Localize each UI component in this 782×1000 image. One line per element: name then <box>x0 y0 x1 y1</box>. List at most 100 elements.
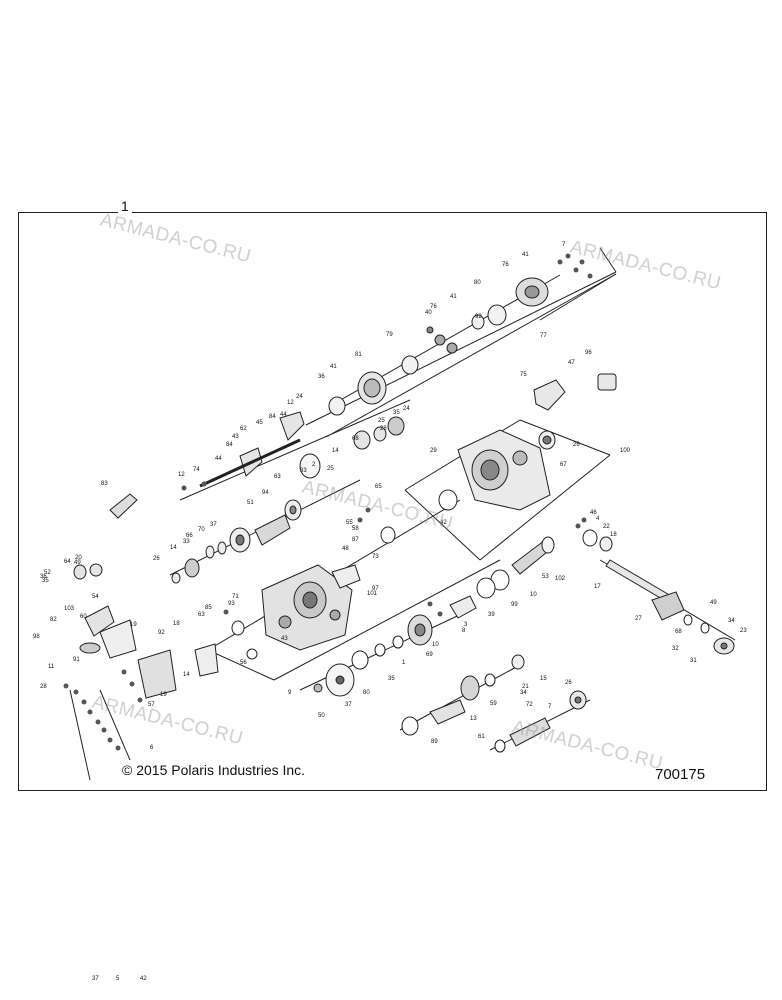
callout-number: 27 <box>635 616 642 622</box>
callout-number: 98 <box>33 634 40 640</box>
callout-number: 48 <box>342 546 349 552</box>
callout-number: 66 <box>186 533 193 539</box>
bracket-75 <box>533 379 566 411</box>
callout-number: 71 <box>232 594 239 600</box>
callout-number: 42 <box>440 520 447 526</box>
callout-number: 19 <box>130 622 137 628</box>
callout-number: 40 <box>425 310 432 316</box>
callout-number: 67 <box>560 462 567 468</box>
callout-number: 75 <box>520 372 527 378</box>
callout-number: 103 <box>64 606 75 612</box>
callout-number: 46 <box>590 510 597 516</box>
callout-number: 41 <box>522 252 529 258</box>
callout-number: 18 <box>610 532 617 538</box>
callout-number: 59 <box>490 701 497 707</box>
callout-number: 44 <box>215 456 222 462</box>
callout-number: 74 <box>193 467 200 473</box>
callout-number: 93 <box>228 601 235 607</box>
callout-number: 17 <box>594 584 601 590</box>
callout-number: 37 <box>92 976 99 982</box>
callout-number: 57 <box>148 702 155 708</box>
callout-number: 47 <box>568 360 575 366</box>
lower-gear-train <box>313 614 433 697</box>
sensor-96 <box>597 373 617 391</box>
callout-number: 89 <box>431 739 438 745</box>
callout-number: 82 <box>50 617 57 623</box>
callout-number: 84 <box>269 414 276 420</box>
callout-number: 41 <box>330 364 337 370</box>
callout-number: 99 <box>511 602 518 608</box>
fastener-set <box>63 253 593 751</box>
document-number: 700175 <box>655 766 706 783</box>
callout-number: 97 <box>372 586 379 592</box>
callout-number: 68 <box>352 436 359 442</box>
callout-number: 101 <box>367 591 378 597</box>
shift-shaft-axis <box>179 399 411 501</box>
callout-number: 14 <box>183 672 190 678</box>
callout-number: 4 <box>596 516 600 522</box>
callout-number: 35 <box>393 410 400 416</box>
diagram-frame <box>18 212 767 791</box>
callout-number: 73 <box>372 554 379 560</box>
output-shaft-82 <box>449 536 555 619</box>
callout-number: 49 <box>74 560 81 566</box>
cover-89 <box>137 649 177 699</box>
callout-number: 34 <box>728 618 735 624</box>
callout-number: 76 <box>430 304 437 310</box>
callout-number: 58 <box>352 526 359 532</box>
callout-number: 24 <box>403 406 410 412</box>
callout-number: 1 <box>402 660 406 666</box>
housing-83 <box>438 429 556 511</box>
callout-number: 23 <box>740 628 747 634</box>
callout-number: 94 <box>262 490 269 496</box>
callout-number: 26 <box>153 556 160 562</box>
output-gear-group <box>401 654 587 753</box>
callout-number: 36 <box>40 574 47 580</box>
callout-number: 41 <box>450 294 457 300</box>
callout-number: 62 <box>240 426 247 432</box>
callout-number: 50 <box>318 713 325 719</box>
callout-number: 3 <box>464 622 468 628</box>
callout-number: 25 <box>378 418 385 424</box>
callout-number: 43 <box>281 636 288 642</box>
callout-number: 80 <box>474 280 481 286</box>
callout-number: 45 <box>256 420 263 426</box>
callout-number: 21 <box>522 684 529 690</box>
callout-number: 44 <box>280 412 287 418</box>
callout-number: 13 <box>470 716 477 722</box>
callout-number: 87 <box>352 537 359 543</box>
callout-number: 35 <box>42 578 49 584</box>
callout-number: 26 <box>573 442 580 448</box>
callout-number: 39 <box>488 612 495 618</box>
callout-number: 55 <box>346 520 353 526</box>
shift-fork-assembly <box>199 411 405 488</box>
callout-number: 36 <box>318 374 325 380</box>
drive-shaft-60 <box>582 529 735 655</box>
callout-number: 80 <box>363 690 370 696</box>
callout-number: 42 <box>140 976 147 982</box>
callout-number: 12 <box>178 472 185 478</box>
callout-number: 2 <box>312 462 316 468</box>
callout-number: 63 <box>274 474 281 480</box>
assembly-bracket-line <box>325 273 617 438</box>
sheet-label: 1 <box>118 198 132 214</box>
left-side-parts <box>73 563 219 699</box>
callout-number: 54 <box>92 594 99 600</box>
callout-number: 49 <box>710 600 717 606</box>
callout-number: 14 <box>170 545 177 551</box>
callout-number: 15 <box>540 676 547 682</box>
callout-number: 31 <box>690 658 697 664</box>
housing-86 <box>231 564 361 660</box>
callout-number: 53 <box>542 574 549 580</box>
assembly-bracket-line <box>305 271 617 426</box>
callout-number: 52 <box>44 570 51 576</box>
callout-number: 24 <box>296 394 303 400</box>
callout-number: 32 <box>672 646 679 652</box>
callout-number: 77 <box>540 333 547 339</box>
callout-number: 64 <box>64 559 71 565</box>
callout-number: 28 <box>380 426 387 432</box>
pinion-shaft-axis <box>399 664 521 731</box>
callout-number: 65 <box>375 484 382 490</box>
callout-number: 11 <box>48 664 55 670</box>
